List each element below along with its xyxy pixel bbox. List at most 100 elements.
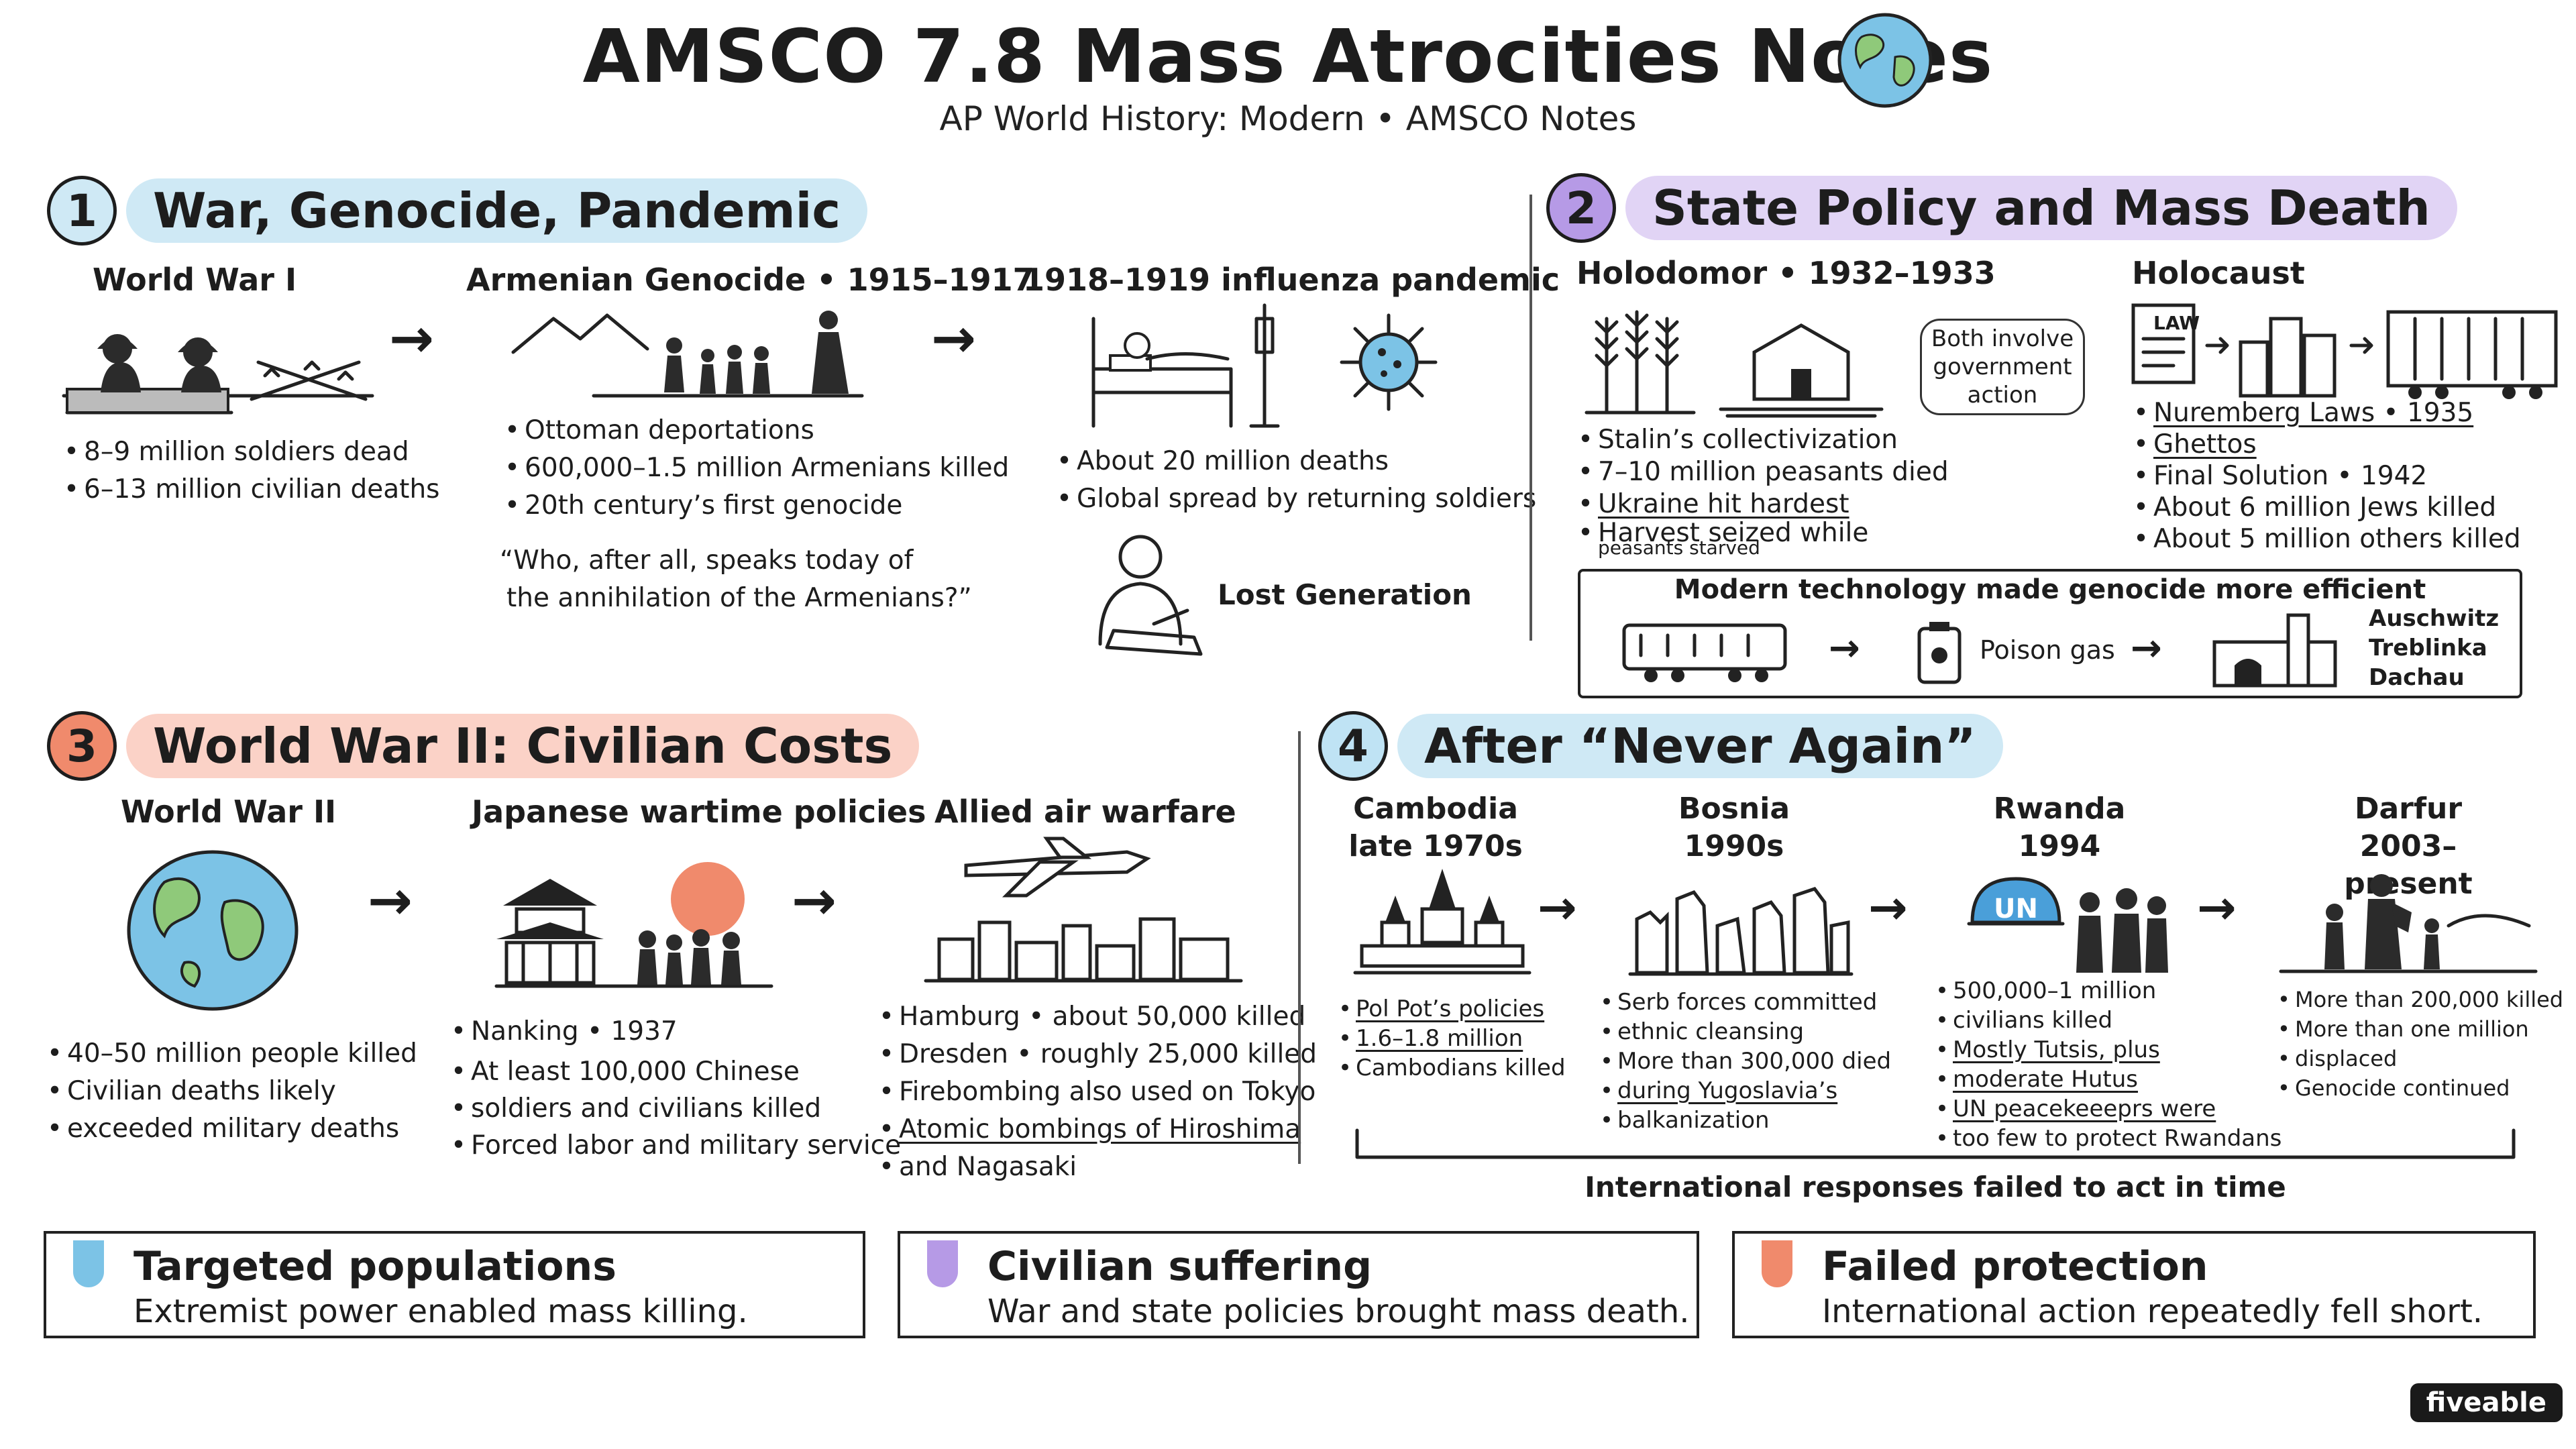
writer-icon [1098,535,1203,656]
heading-line: 2003–present [2344,829,2473,901]
hospital-bed-icon [1091,303,1280,428]
arrow-right-icon: → [1868,880,1908,935]
allied-bullets: Hamburg • about 50,000 killed Dresden • … [879,998,1317,1186]
poison-gas-label: Poison gas [1980,635,2115,665]
list-item: Forced labor and military service [451,1126,901,1166]
bullet-text: balkanization [1617,1107,1770,1134]
card-title: Civilian suffering [987,1243,1373,1290]
arrow-right-icon: → [792,869,837,932]
technology-box: Modern technology made genocide more eff… [1578,569,2522,698]
list-item-continuation: exceeded military deaths [47,1110,417,1148]
list-item: Nuremberg Laws • 1935 [2133,397,2521,429]
arrow-right-icon: → [2131,627,2162,670]
note-box: Both involve government action [1920,319,2085,415]
divider [1529,195,1532,641]
card-text: Extremist power enabled mass killing. [133,1293,748,1330]
section-1-header: 1 War, Genocide, Pandemic [47,176,868,246]
brand-logo[interactable]: fiveable [2410,1383,2563,1422]
bracket-label: International responses failed to act in… [1585,1171,2286,1203]
card-text: War and state policies brought mass deat… [987,1293,1690,1330]
bullet-text: Harvest seized while [1598,518,1869,548]
summary-card: Civilian suffering War and state policie… [898,1231,1699,1338]
ww2-bullets: 40–50 million people killed Civilian dea… [47,1035,417,1148]
camp-gate-icon [2212,613,2337,688]
list-item: Dresden • roughly 25,000 killed [879,1036,1317,1073]
list-item: Firebombing also used on Tokyo [879,1073,1317,1111]
list-item: Global spread by returning soldiers [1057,480,1536,518]
list-item-continuation: too few to protect Rwandans [1935,1124,2282,1153]
bullet-text: exceeded military deaths [67,1114,400,1144]
holocaust-title: Holocaust [2132,255,2305,291]
temple-icon [1353,869,1532,975]
card-title: Targeted populations [133,1243,616,1290]
heading-line: 1990s [1684,829,1784,863]
heading-line: Cambodia [1353,792,1518,826]
section-2-title: State Policy and Mass Death [1625,176,2457,240]
holodomor-title: Holodomor • 1932–1933 [1576,255,1996,291]
rwanda-title: Rwanda 1994 [1966,790,2153,865]
law-label: LAW [2153,312,2200,334]
globe-icon [127,850,299,1011]
arrow-right-icon: → [1538,880,1577,935]
note-line: government [1933,354,2072,380]
list-item: Ukraine hit hardest [1578,488,1949,521]
camps-list: Auschwitz Treblinka Dachau [2369,604,2499,692]
section-1-title: War, Genocide, Pandemic [126,178,868,243]
armenian-quote: “Who, after all, speaks today of the ann… [500,542,972,617]
list-item-continuation: ethnic cleansing [1600,1017,1891,1046]
ruined-city-icon [1628,887,1854,976]
list-item: Civilian deaths likely [47,1073,417,1110]
globe-icon [1837,13,1933,108]
note-line: action [1967,382,2038,409]
gas-canister-icon [1917,622,1962,684]
section-2-header: 2 State Policy and Mass Death [1546,173,2457,243]
bullet-text: displaced [2295,1046,2398,1071]
list-item: 7–10 million peasants died [1578,456,1949,488]
camp-name: Auschwitz [2369,605,2500,632]
arrow-right-icon: → [1829,627,1860,670]
allied-title: Allied air warfare [934,794,1236,830]
un-label: UN [1994,894,2038,924]
bullet-text: soldiers and civilians killed [471,1093,822,1124]
list-item: 8–9 million soldiers dead [64,433,440,471]
japan-title: Japanese wartime policies [472,794,926,830]
influenza-title: 1918–1919 influenza pandemic [1023,262,1560,298]
wheat-farm-icon [1585,310,1884,418]
bullet-text: moderate Hutus [1953,1066,2139,1093]
armenian-title: Armenian Genocide • 1915–1917 [466,262,1034,298]
deportation-march-icon [511,311,864,398]
arrow-right-icon: → [368,869,413,932]
list-item: Mostly Tutsis, plus [1935,1035,2282,1065]
bullet-text: too few to protect Rwandans [1953,1125,2282,1152]
list-item: Atomic bombings of Hiroshima [879,1111,1317,1148]
law-ghetto-train-icon [2131,303,2558,399]
darfur-bullets: More than 200,000 killed More than one m… [2277,985,2563,1103]
list-item-continuation: balkanization [1600,1106,1891,1135]
section-4-number: 4 [1318,711,1388,781]
list-item: About 6 million Jews killed [2133,492,2521,523]
list-item: Stalin’s collectivization [1578,424,1949,456]
heading-line: Darfur [2354,792,2463,826]
section-2-number: 2 [1546,173,1616,243]
list-item: 600,000–1.5 million Armenians killed [504,449,1009,487]
list-item-continuation: soldiers and civilians killed [451,1092,901,1126]
heading-line: late 1970s [1348,829,1523,863]
summary-card: Failed protection International action r… [1732,1231,2536,1338]
list-item-continuation: Cambodians killed [1338,1053,1566,1083]
cambodia-title: Cambodia late 1970s [1335,790,1536,865]
camp-name: Dachau [2369,664,2465,691]
list-item-continuation: and Nagasaki [879,1148,1317,1186]
refugees-icon [2279,874,2538,973]
page-subtitle: AP World History: Modern • AMSCO Notes [939,99,1637,138]
bullet-text: and Nagasaki [899,1152,1077,1182]
list-item: 20th century’s first genocide [504,487,1009,525]
list-item: 1.6–1.8 million [1338,1024,1566,1053]
list-item: More than 200,000 killed [2277,985,2563,1014]
bullet-text: Cambodians killed [1356,1055,1566,1081]
section-1-number: 1 [47,176,117,246]
note-line: Both involve [1931,325,2074,352]
train-icon [1622,623,1787,682]
pagoda-sun-icon [494,862,773,988]
bullet-text: ethnic cleansing [1617,1018,1805,1045]
bullet-text: Nuremberg Laws • 1935 [2153,398,2474,428]
